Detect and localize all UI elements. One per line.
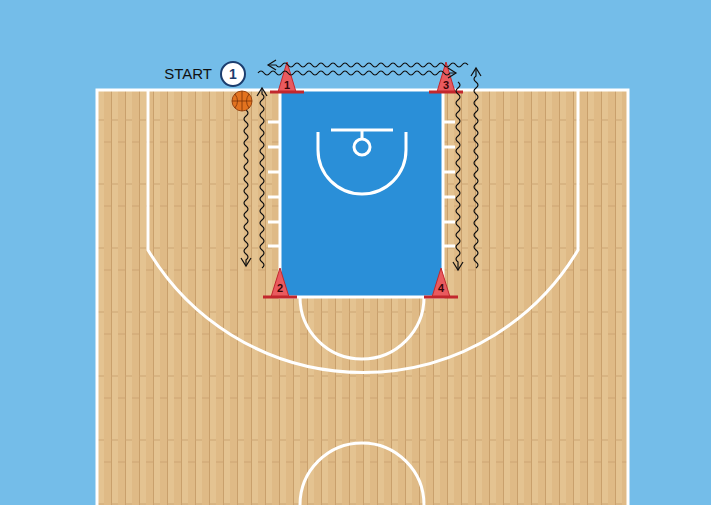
cone-number-holder: 1 — [284, 75, 290, 93]
court-lines — [97, 90, 628, 505]
cone-number: 2 — [277, 282, 283, 294]
player-circle: 1 — [220, 61, 246, 87]
cone-number: 3 — [443, 79, 449, 91]
paint-area — [280, 90, 443, 297]
cone-number-holder: 2 — [277, 278, 283, 296]
basketball — [232, 91, 252, 111]
start-label: START — [164, 65, 212, 82]
player-number: 1 — [229, 66, 237, 82]
cone-number-holder: 4 — [438, 278, 444, 296]
cone-number: 4 — [438, 282, 444, 294]
wood-floor — [97, 90, 628, 505]
cone-number-holder: 3 — [443, 75, 449, 93]
dribble-paths — [241, 60, 481, 270]
cones — [263, 62, 463, 297]
start-label-holder: START — [164, 65, 212, 83]
cone-number: 1 — [284, 79, 290, 91]
